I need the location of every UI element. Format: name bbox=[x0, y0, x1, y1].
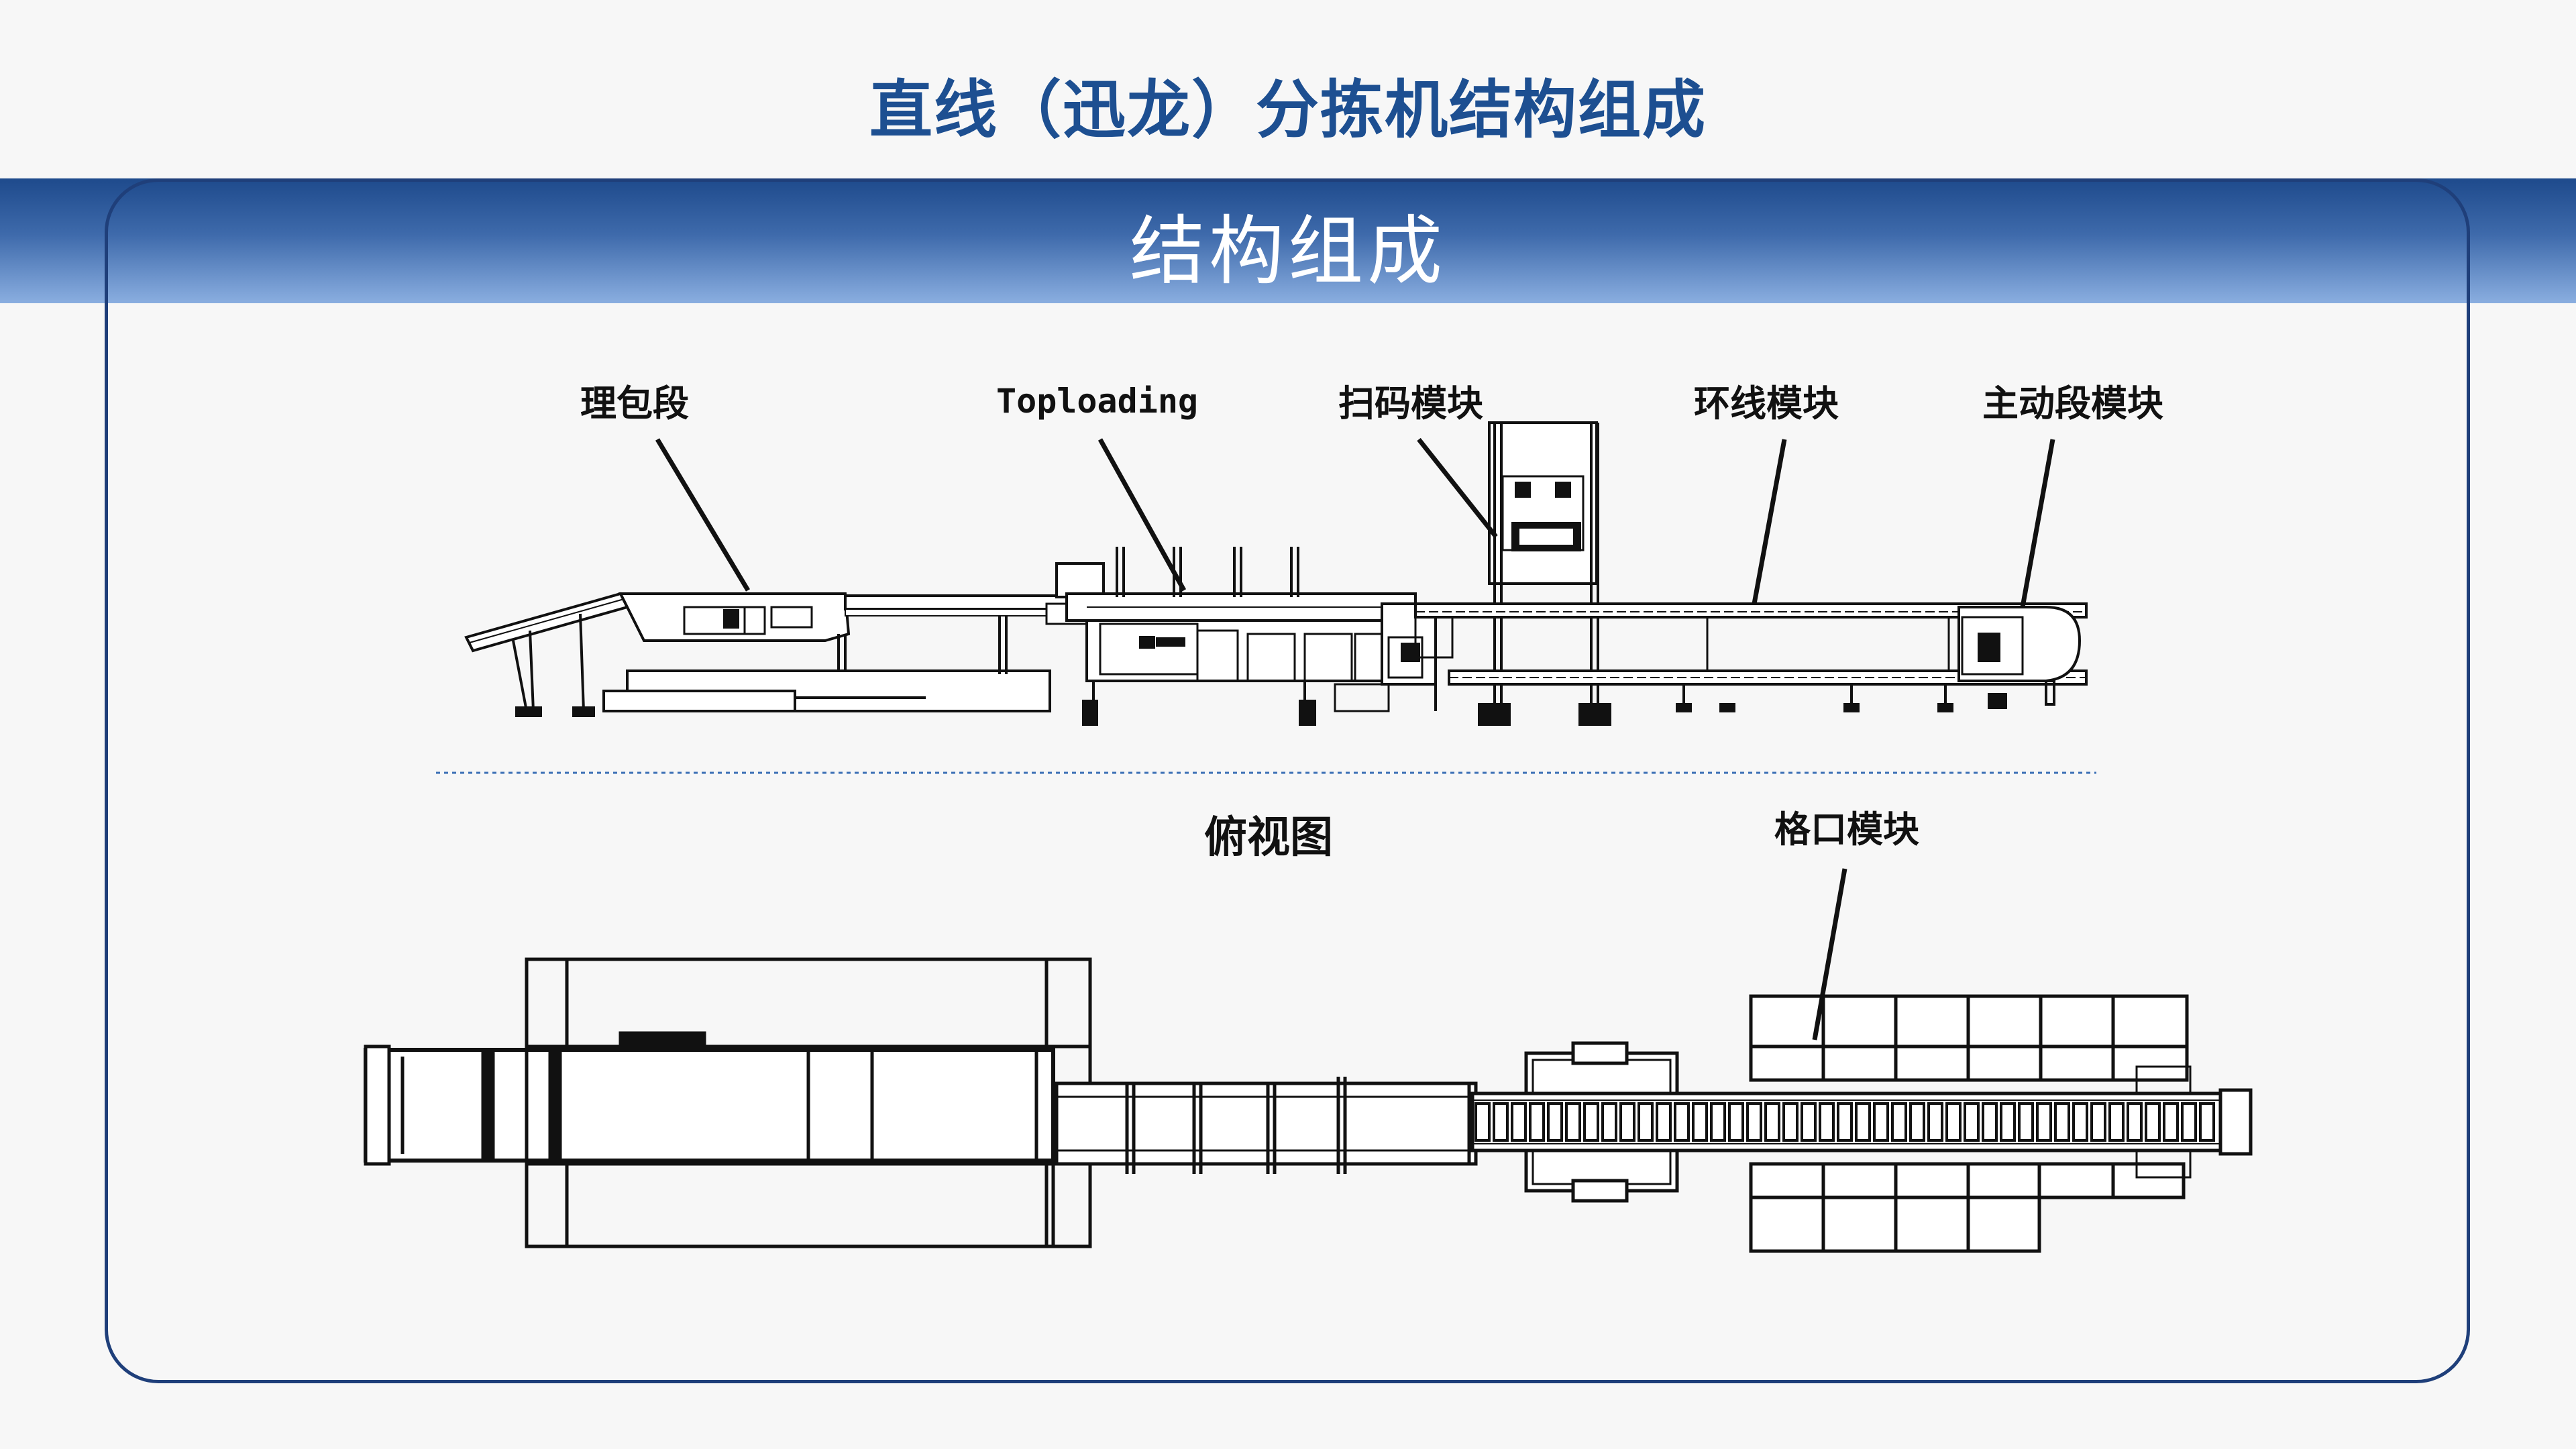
sorter-trays bbox=[1474, 1102, 2215, 1142]
sorter-tray bbox=[1909, 1102, 1925, 1142]
sorter-tray bbox=[1964, 1102, 1980, 1142]
sorter-tray bbox=[1493, 1102, 1509, 1142]
sorter-tray bbox=[1891, 1102, 1907, 1142]
sorter-tray bbox=[2054, 1102, 2070, 1142]
feed-conveyor bbox=[1055, 1077, 1478, 1174]
section-banner: 结构组成 bbox=[0, 178, 2576, 303]
sorter-tray bbox=[2018, 1102, 2034, 1142]
sorter-tray bbox=[1547, 1102, 1563, 1142]
sorter-tray bbox=[1819, 1102, 1835, 1142]
sorter-tray bbox=[1638, 1102, 1654, 1142]
sorter-tray bbox=[1873, 1102, 1889, 1142]
sorter-tray bbox=[1927, 1102, 1943, 1142]
top-view-drawing bbox=[364, 957, 2253, 1253]
sorter-tray bbox=[1511, 1102, 1527, 1142]
sorter-tray bbox=[1728, 1102, 1744, 1142]
sorter-tray bbox=[1619, 1102, 1635, 1142]
label-chute-module: 格口模块 bbox=[1774, 808, 1919, 851]
side-view-drawing bbox=[464, 421, 2088, 726]
sorter-tray bbox=[2072, 1102, 2088, 1142]
sorter-tray bbox=[2145, 1102, 2161, 1142]
sorter-tray bbox=[1656, 1102, 1672, 1142]
sorter-tray bbox=[1565, 1102, 1581, 1142]
sorter-tray bbox=[2000, 1102, 2016, 1142]
sorter-tray bbox=[1855, 1102, 1871, 1142]
label-toploading: Toploading bbox=[996, 382, 1198, 421]
sorter-tray bbox=[2036, 1102, 2052, 1142]
sorter-tray bbox=[1474, 1102, 1491, 1142]
sorter-tray bbox=[1674, 1102, 1690, 1142]
label-drive-module: 主动段模块 bbox=[1982, 382, 2163, 425]
loop-conveyor bbox=[1414, 602, 2088, 712]
leader-chute-module bbox=[1812, 868, 1847, 1040]
junction-unit bbox=[1381, 602, 1454, 711]
sorter-tray bbox=[1782, 1102, 1799, 1142]
sorter-tray bbox=[1710, 1102, 1726, 1142]
label-bundle-section: 理包段 bbox=[580, 382, 689, 425]
sorter-tray bbox=[2199, 1102, 2215, 1142]
sorter-tray bbox=[1583, 1102, 1599, 1142]
sorter-tray bbox=[1982, 1102, 1998, 1142]
sorter-tray bbox=[2090, 1102, 2106, 1142]
scanner-gantry bbox=[1478, 421, 1611, 726]
sorter-tray bbox=[2181, 1102, 2197, 1142]
banner-title: 结构组成 bbox=[1130, 208, 1446, 295]
sorter-tray bbox=[1746, 1102, 1762, 1142]
label-loop-module: 环线模块 bbox=[1694, 382, 1839, 425]
sorter-tray bbox=[1945, 1102, 1962, 1142]
sorter-tray bbox=[1837, 1102, 1853, 1142]
top-view-title: 俯视图 bbox=[1204, 813, 1333, 863]
slide-title: 直线（迅龙）分拣机结构组成 bbox=[869, 74, 1707, 147]
infeed-table bbox=[364, 957, 1092, 1248]
drive-section bbox=[1957, 606, 2082, 709]
sorter-tray bbox=[2127, 1102, 2143, 1142]
bundle-section-body bbox=[602, 592, 1051, 712]
sorter-tray bbox=[1801, 1102, 1817, 1142]
side-view-leaders bbox=[655, 437, 2055, 608]
sorter-tray bbox=[1601, 1102, 1617, 1142]
sorter-tray bbox=[1764, 1102, 1780, 1142]
sorter-tray bbox=[2163, 1102, 2179, 1142]
toploading-section bbox=[1055, 547, 1417, 726]
sorter-tray bbox=[1529, 1102, 1545, 1142]
content-panel bbox=[105, 178, 2470, 1383]
mid-conveyor bbox=[844, 594, 1088, 674]
sorter-tray bbox=[1692, 1102, 1708, 1142]
label-scan-module: 扫码模块 bbox=[1338, 382, 1483, 425]
sorter-tray bbox=[2108, 1102, 2125, 1142]
chute-grid bbox=[1749, 994, 2192, 1253]
